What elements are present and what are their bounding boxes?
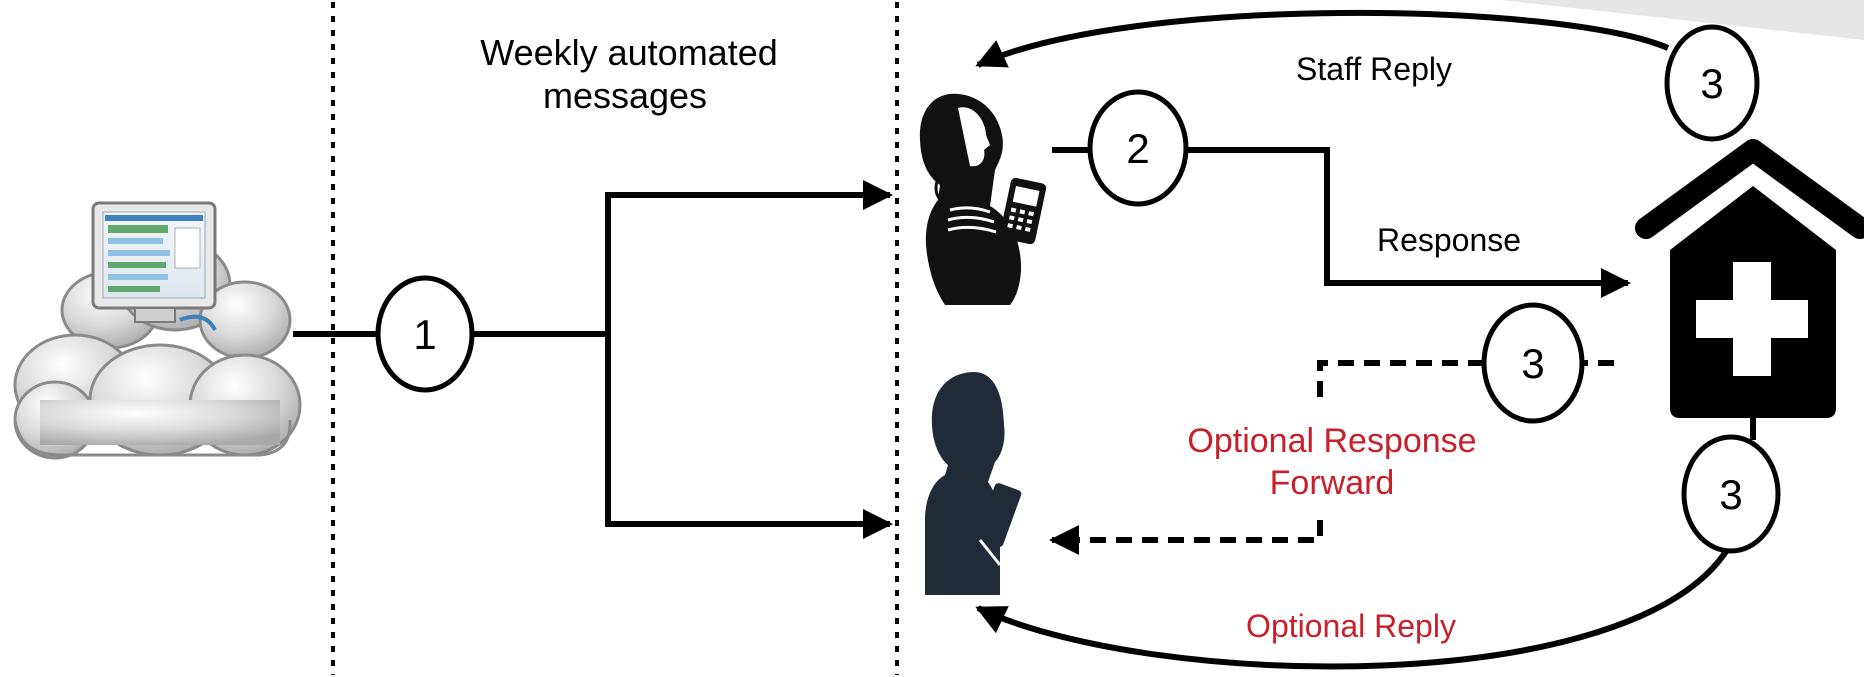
- step-1-circle: 1: [375, 275, 475, 393]
- flow-response-to-clinic: [1186, 147, 1631, 298]
- step-2-circle: 2: [1087, 89, 1189, 207]
- flow-branch-to-mother: [605, 180, 893, 334]
- step-3-middle-circle: 3: [1481, 302, 1585, 424]
- decorative-corner-band: [1500, 0, 1864, 40]
- step-2-number: 2: [1126, 125, 1149, 172]
- partner-phone-icon: [925, 372, 1022, 595]
- cloud-server-icon: [13, 201, 302, 460]
- flow-branch-to-partner: [605, 334, 893, 539]
- response-label: Response: [1377, 222, 1521, 258]
- flow-staff-reply-to-mother: [975, 9, 1670, 68]
- staff-reply-label: Staff Reply: [1296, 51, 1452, 87]
- weekly-messages-label-line2: messages: [543, 75, 707, 116]
- step-3-bottom-number: 3: [1719, 471, 1742, 518]
- step-3-middle-number: 3: [1521, 340, 1544, 387]
- flow-optional-reply-to-partner: [975, 543, 1733, 670]
- health-clinic-icon: [1635, 139, 1864, 418]
- step-3-bottom-circle: 3: [1681, 434, 1781, 554]
- optional-forward-label-line1: Optional Response: [1187, 422, 1476, 460]
- pregnant-woman-phone-icon: [919, 93, 1047, 306]
- step-1-number: 1: [413, 311, 436, 358]
- optional-forward-label-line2: Forward: [1270, 464, 1395, 502]
- optional-reply-label: Optional Reply: [1246, 608, 1456, 644]
- step-3-top-circle: 3: [1664, 24, 1760, 142]
- flow-optional-forward-to-partner: [1317, 360, 1484, 403]
- step-3-top-number: 3: [1700, 60, 1723, 107]
- flow-optional-forward-to-partner-lower: [1049, 520, 1323, 555]
- weekly-messages-label-line1: Weekly automated: [480, 32, 778, 73]
